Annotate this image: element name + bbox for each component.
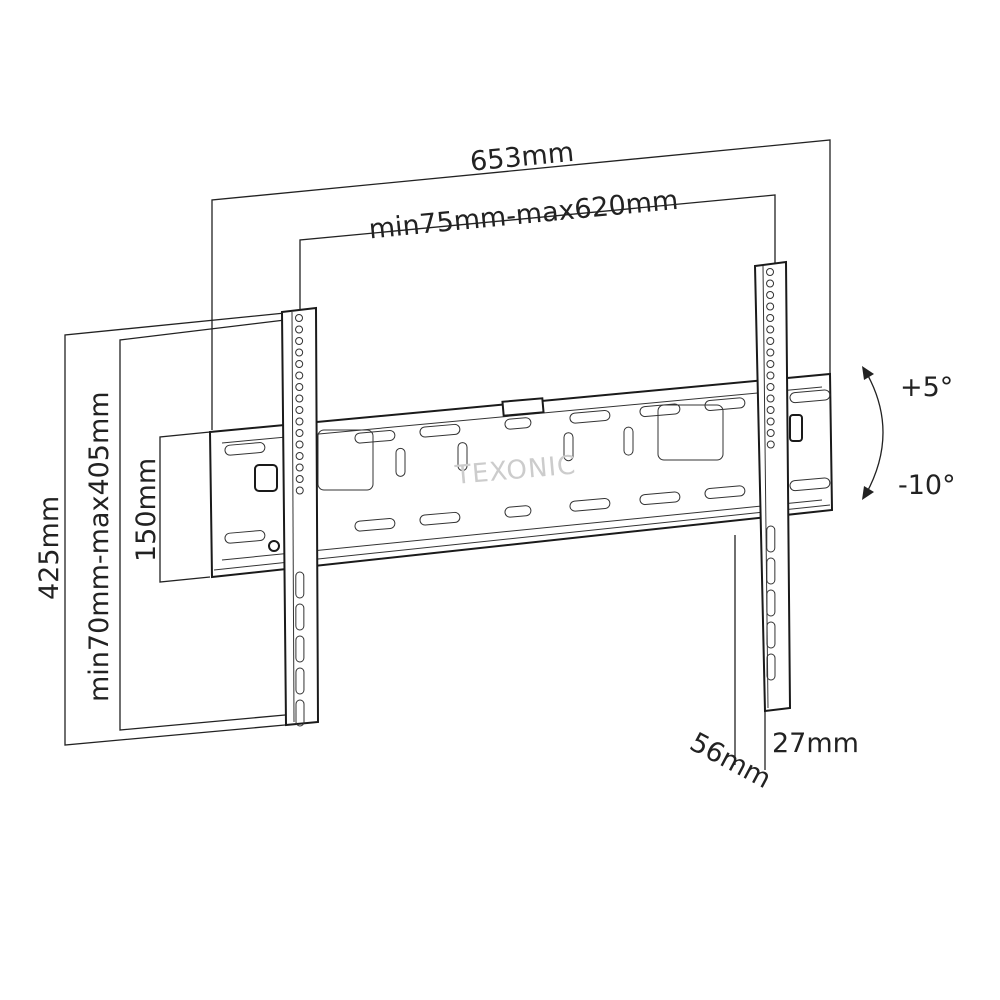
hole bbox=[766, 406, 775, 414]
dim-vesa-vertical bbox=[119, 319, 286, 731]
mounting-slots bbox=[224, 389, 831, 544]
hole bbox=[295, 383, 304, 391]
hole bbox=[295, 475, 304, 483]
label-vesa-vertical: min70mm-max405mm bbox=[84, 391, 115, 702]
label-depth-max: 56mm bbox=[685, 727, 776, 795]
label-vesa-horizontal: min75mm-max620mm bbox=[367, 185, 679, 246]
slot bbox=[504, 417, 532, 430]
hole bbox=[766, 314, 775, 322]
hole bbox=[766, 394, 775, 403]
label-overall-width: 653mm bbox=[469, 137, 576, 178]
label-depth-min: 27mm bbox=[772, 728, 859, 759]
hole bbox=[766, 325, 775, 334]
slot bbox=[766, 653, 776, 681]
hole bbox=[766, 337, 775, 345]
dim-vesa-horizontal bbox=[299, 194, 776, 310]
hole bbox=[295, 429, 304, 437]
hole bbox=[295, 337, 304, 345]
hole bbox=[766, 371, 775, 380]
hole bbox=[766, 302, 775, 311]
slot bbox=[295, 699, 305, 727]
tilt-knob-left bbox=[254, 464, 278, 492]
slot bbox=[295, 667, 305, 695]
slot bbox=[766, 557, 776, 585]
dim-overall-height bbox=[64, 312, 286, 746]
slot bbox=[766, 525, 776, 553]
left-arm bbox=[254, 306, 320, 727]
slot bbox=[457, 442, 468, 472]
hole bbox=[295, 394, 304, 403]
hole bbox=[766, 440, 775, 449]
slot bbox=[354, 429, 396, 444]
hole bbox=[766, 348, 775, 357]
hole bbox=[295, 440, 304, 449]
dim-overall-width bbox=[211, 139, 831, 430]
slot bbox=[639, 491, 681, 506]
hole bbox=[295, 486, 304, 495]
slot bbox=[766, 621, 776, 649]
hole bbox=[295, 452, 304, 460]
slot bbox=[419, 423, 461, 438]
hole bbox=[295, 348, 304, 357]
dim-plate-height bbox=[159, 431, 211, 583]
hole bbox=[766, 291, 775, 299]
slot bbox=[504, 505, 532, 518]
hole bbox=[295, 314, 303, 322]
tilt-arrow bbox=[862, 366, 884, 500]
wall-plate: TEXONIC bbox=[208, 372, 834, 579]
hole bbox=[295, 325, 304, 334]
tilt-knob-right bbox=[789, 414, 803, 442]
slot bbox=[295, 603, 305, 631]
hole bbox=[766, 383, 775, 391]
hole bbox=[766, 417, 775, 426]
label-tilt-down: -10° bbox=[898, 470, 956, 501]
label-overall-height: 425mm bbox=[34, 496, 65, 600]
slot bbox=[395, 447, 406, 477]
slot bbox=[419, 511, 461, 526]
slot bbox=[639, 403, 681, 418]
label-plate-height: 150mm bbox=[131, 458, 162, 562]
slot bbox=[704, 397, 746, 412]
hole bbox=[295, 417, 304, 426]
hole bbox=[766, 279, 775, 288]
hole bbox=[766, 360, 775, 368]
slot bbox=[789, 389, 831, 404]
right-arm bbox=[753, 260, 803, 713]
hole bbox=[766, 429, 775, 437]
hole bbox=[295, 360, 304, 368]
slot bbox=[563, 432, 574, 462]
slot bbox=[295, 635, 305, 663]
dim-depth bbox=[734, 535, 766, 770]
slot bbox=[766, 589, 776, 617]
slot bbox=[704, 485, 746, 500]
slot bbox=[354, 517, 396, 532]
hole bbox=[766, 268, 774, 276]
slot bbox=[789, 477, 831, 492]
slot bbox=[224, 530, 266, 544]
slot bbox=[224, 442, 266, 456]
hole bbox=[295, 406, 304, 414]
slot bbox=[569, 497, 611, 512]
hole bbox=[295, 371, 304, 380]
slot bbox=[295, 571, 305, 599]
hole bbox=[295, 463, 304, 472]
safety-latch bbox=[501, 397, 545, 417]
label-tilt-up: +5° bbox=[900, 372, 953, 403]
slot bbox=[569, 409, 611, 424]
slot bbox=[623, 426, 634, 456]
